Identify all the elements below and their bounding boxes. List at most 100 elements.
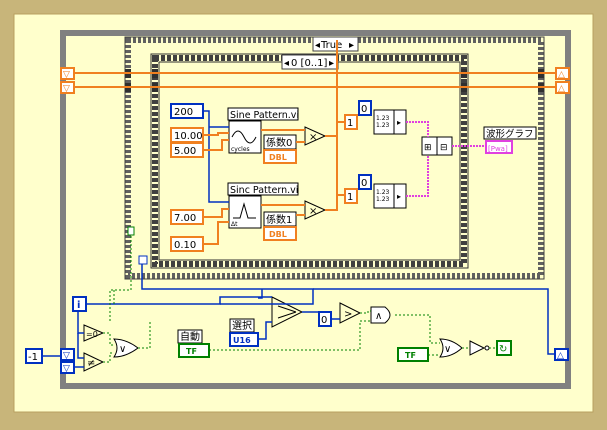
sinc-pattern-label: Sinc Pattern.vi bbox=[230, 185, 298, 196]
case-selector-tunnel bbox=[127, 226, 135, 236]
svg-text:∨: ∨ bbox=[444, 344, 451, 355]
select-control[interactable]: 選択 U16 bbox=[229, 318, 259, 347]
svg-text:0.10: 0.10 bbox=[174, 240, 196, 251]
greater-than[interactable]: > bbox=[339, 302, 362, 324]
shift-register-left[interactable]: ▽ ▽ bbox=[60, 67, 75, 94]
svg-text:0: 0 bbox=[321, 315, 327, 326]
bundle-top[interactable]: 1.23 1.23 ▸ bbox=[373, 109, 407, 135]
sinc-amplitude-constant[interactable]: 7.00 bbox=[170, 209, 204, 225]
svg-text:∨: ∨ bbox=[119, 344, 126, 355]
svg-text:1.23: 1.23 bbox=[376, 122, 390, 129]
svg-text:1.23: 1.23 bbox=[376, 115, 390, 122]
sequence-structure[interactable] bbox=[150, 53, 469, 269]
index-constant-bottom[interactable]: 0 bbox=[358, 174, 372, 190]
bundle-bottom[interactable]: 1.23 1.23 ▸ bbox=[373, 183, 407, 209]
svg-text:i: i bbox=[77, 300, 80, 311]
svg-text:⊞: ⊞ bbox=[424, 143, 432, 153]
sinc-pattern-subvi[interactable]: Sinc Pattern.vi Δt bbox=[227, 182, 299, 229]
while-loop[interactable] bbox=[60, 30, 571, 389]
neg-one-constant[interactable]: -1 bbox=[25, 348, 43, 364]
sine-amplitude-constant[interactable]: 10.00 bbox=[170, 127, 204, 143]
svg-text:▽: ▽ bbox=[63, 364, 70, 374]
waveform-graph-terminal[interactable]: 波形グラフ [Pwa] bbox=[483, 126, 537, 154]
svg-text:係数0: 係数0 bbox=[266, 136, 292, 149]
coef1-control[interactable]: 係数1 DBL bbox=[263, 211, 297, 241]
svg-text:▸: ▸ bbox=[397, 118, 401, 127]
svg-text:-1: -1 bbox=[28, 352, 38, 363]
build-array[interactable]: ⊞ ⊟ bbox=[421, 136, 453, 156]
svg-text:1.23: 1.23 bbox=[376, 196, 390, 203]
coef0-control[interactable]: 係数0 DBL bbox=[263, 134, 297, 164]
waveform-wires bbox=[406, 121, 486, 197]
svg-text:1: 1 bbox=[347, 192, 353, 203]
or-gate-right[interactable]: ∨ bbox=[439, 338, 463, 358]
svg-text:[Pwa]: [Pwa] bbox=[488, 145, 508, 153]
comparison-zero-constant[interactable]: 0 bbox=[318, 311, 332, 327]
index-constant-top[interactable]: 0 bbox=[358, 100, 372, 116]
svg-text:5.00: 5.00 bbox=[174, 146, 196, 157]
svg-text:Δt: Δt bbox=[231, 221, 238, 228]
svg-text:0: 0 bbox=[361, 104, 367, 115]
shift-register-wires bbox=[74, 72, 556, 88]
svg-text:△: △ bbox=[557, 351, 564, 361]
svg-text:TF: TF bbox=[186, 347, 197, 356]
svg-text:▽: ▽ bbox=[63, 70, 70, 80]
one-constant-bottom[interactable]: 1 bbox=[344, 188, 358, 204]
loop-condition-terminal[interactable]: ↻ bbox=[496, 340, 512, 356]
sinc-delay-constant[interactable]: 0.10 bbox=[170, 236, 204, 252]
shift-register-lower-left[interactable]: ▽ ▽ bbox=[60, 348, 75, 374]
svg-text:↻: ↻ bbox=[499, 344, 507, 355]
svg-text:▽: ▽ bbox=[63, 351, 70, 361]
auto-control[interactable]: 自動 TF bbox=[177, 329, 210, 358]
multiply-bottom[interactable]: × bbox=[304, 200, 327, 220]
svg-text:×: × bbox=[309, 132, 317, 143]
svg-text:≠: ≠ bbox=[87, 358, 95, 369]
case-selector[interactable]: ◂ True ▸ bbox=[312, 36, 359, 52]
svg-text:1.23: 1.23 bbox=[376, 189, 390, 196]
sine-pattern-subvi[interactable]: Sine Pattern.vi cycles bbox=[227, 107, 299, 154]
svg-text:選択: 選択 bbox=[232, 319, 252, 332]
svg-text:DBL: DBL bbox=[269, 230, 287, 239]
shift-register-right[interactable]: △ △ bbox=[555, 67, 570, 94]
integer-wires bbox=[203, 110, 229, 203]
svg-text:◂: ◂ bbox=[284, 58, 289, 69]
iteration-terminal[interactable]: i bbox=[72, 296, 87, 312]
and-gate[interactable]: ∧ bbox=[370, 306, 391, 324]
svg-text:7.00: 7.00 bbox=[174, 213, 196, 224]
svg-text:◂: ◂ bbox=[315, 40, 320, 51]
sine-cycles-constant[interactable]: 5.00 bbox=[170, 142, 204, 158]
svg-text:∧: ∧ bbox=[375, 311, 382, 322]
svg-text:10.00: 10.00 bbox=[174, 131, 203, 142]
svg-text:200: 200 bbox=[174, 107, 193, 118]
one-constant-top[interactable]: 1 bbox=[344, 114, 358, 130]
svg-text:係数1: 係数1 bbox=[266, 213, 292, 226]
svg-text:▸: ▸ bbox=[349, 40, 354, 51]
svg-text:cycles: cycles bbox=[231, 146, 250, 153]
multiply-top[interactable]: × bbox=[304, 126, 327, 146]
sequence-selector[interactable]: ◂ 0 [0..1] ▸ bbox=[281, 54, 339, 70]
or-gate-left[interactable]: ∨ bbox=[113, 338, 139, 358]
svg-text:U16: U16 bbox=[233, 336, 251, 345]
tf-constant[interactable]: TF bbox=[397, 347, 429, 362]
svg-text:▽: ▽ bbox=[63, 84, 70, 94]
lower-integer-wires bbox=[42, 256, 555, 368]
boolean-wires bbox=[103, 228, 497, 363]
svg-text:▸: ▸ bbox=[329, 58, 334, 69]
svg-text:波形グラフ: 波形グラフ bbox=[486, 128, 534, 140]
integer-tunnel bbox=[138, 255, 148, 265]
svg-text:0: 0 bbox=[361, 178, 367, 189]
not-gate[interactable] bbox=[469, 340, 490, 356]
not-equal[interactable]: ≠ bbox=[83, 352, 105, 372]
svg-text:⊟: ⊟ bbox=[440, 143, 448, 153]
svg-text:自動: 自動 bbox=[180, 330, 200, 343]
sequence-selector-label: 0 [0..1] bbox=[291, 58, 328, 69]
numeric-wires bbox=[203, 40, 347, 245]
shift-register-lower-right[interactable]: △ bbox=[554, 348, 569, 361]
case-selector-label: True bbox=[320, 40, 342, 51]
svg-text:▸: ▸ bbox=[397, 192, 401, 201]
svg-text:×: × bbox=[309, 206, 317, 217]
svg-text:△: △ bbox=[558, 84, 565, 94]
samples-constant[interactable]: 200 bbox=[170, 103, 204, 119]
